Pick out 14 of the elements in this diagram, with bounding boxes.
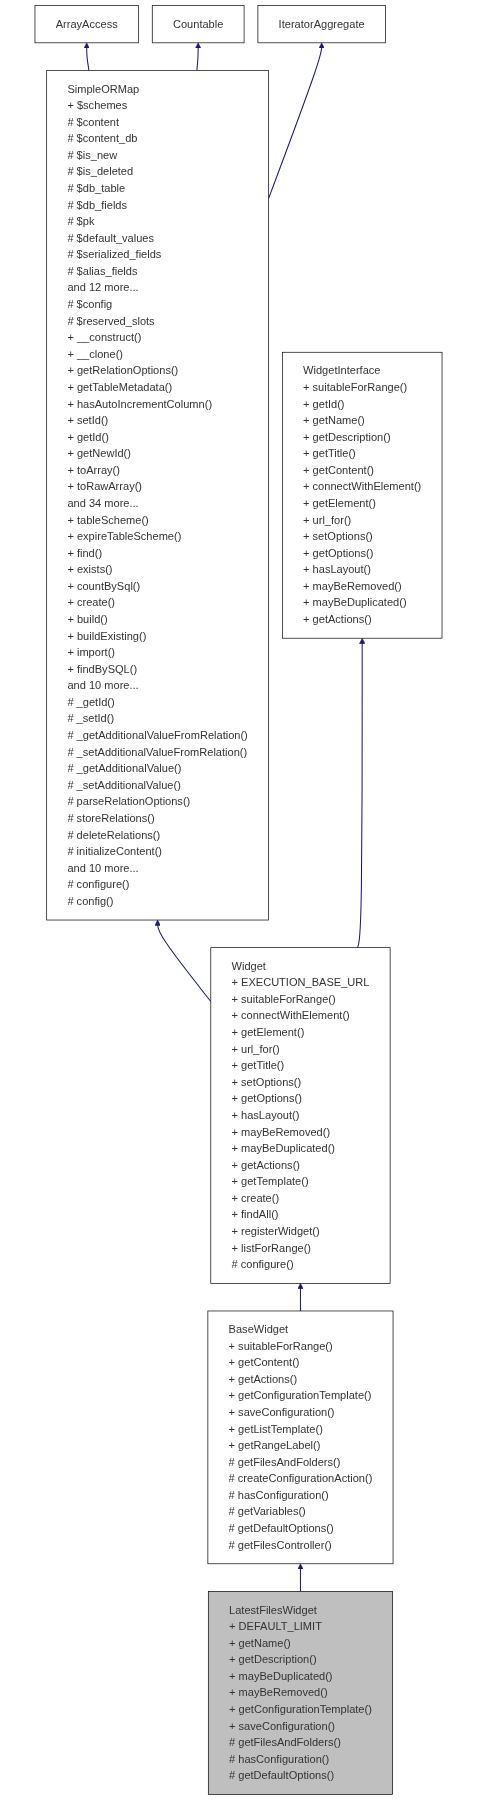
arrow — [154, 919, 212, 1002]
arrow — [83, 42, 90, 71]
node-box: SimpleORMap + $schemes # $content # $content_db # $is_new # $is_deleted # $db_table # $db_fields # $pk # $default_values # $serialized_fields # $alias_fields and 12 more... # $config # $reserved_slots + __construct() + __clone() + getRelationOptions() + getTableMetadata() + hasAutoIncrementColumn() + setId() + getId() + getNewId() + toArray() + toRawArray() and 34 more... + tableScheme() + expireTableScheme() + find() + exists() + countBySql() + create() + build() + buildExisting() + import() + findBySQL() and 10 more... # _getId() # _setId() # _getAdditionalValueFromRelation() # _setAdditionalValueFromRelation() # _getAdditionalValue() # _setAdditionalValue() # parseRelationOptions() # storeRelations() # deleteRelations() # initializeContent() and 10 more... # configure() # config() — [46, 70, 269, 921]
node-box: Countable — [151, 5, 245, 44]
node-box: ArrayAccess — [34, 5, 139, 44]
node-box: BaseWidget + suitableForRange() + getContent() + getActions() + getConfigurationTemplate() + saveConfiguration() + getListTemplate() + getRangeLabel() # getFilesAndFolders() # createConfigurationAction() # hasConfiguration() # getVariables() # getDefaultOptions() # getFilesController() — [207, 1310, 394, 1565]
node-box: WidgetInterface + suitableForRange() + getId() + getName() + getDescription() + getTitle() + getContent() + connectWithElement() + getElement() + url_for() + setOptions() + getOptions() + hasLayout() + mayBeRemoved() + mayBeDuplicated() + getActions() — [282, 351, 443, 639]
arrow — [297, 1283, 304, 1312]
node-box: Widget + EXECUTION_BASE_URL + suitableForRange() + connectWithElement() + getElement() + url_for() + getTitle() + setOptions() + getOptions() + hasLayout() + mayBeRemoved() + mayBeDuplicated() + getActions() + getTemplate() + create() + findAll() + registerWidget() + listForRange() # configure() — [210, 947, 391, 1284]
node-box: IteratorAggregate — [257, 5, 386, 44]
arrow — [356, 637, 366, 949]
node-box: LatestFilesWidget + DEFAULT_LIMIT + getName() + getDescription() + mayBeDuplicated() + mayBeRemoved() + getConfigurationTemplate() + saveConfiguration() # getFilesAndFolders() # hasConfiguration() # getDefaultOptions() — [207, 1591, 393, 1795]
arrow — [195, 42, 202, 71]
arrow — [297, 1563, 304, 1592]
